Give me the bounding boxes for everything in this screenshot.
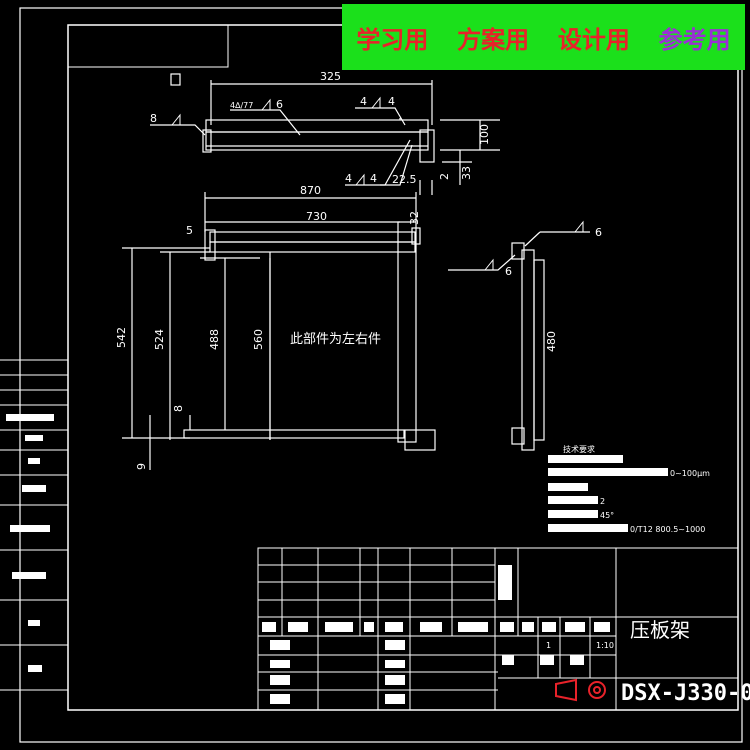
tech-title: 技术要求 [563, 444, 595, 454]
weld-value-a: 6 [276, 98, 283, 111]
title-block [257, 547, 739, 711]
dim-8: 8 [172, 405, 185, 412]
weld-note-a: 4∆∕77 [230, 101, 253, 110]
tech-line6-tail: 0/T12 800.5~1000 [630, 525, 705, 534]
tech-line4-tail: 2 [600, 497, 605, 506]
inner-frame [67, 24, 739, 711]
weld-note-b: 4 [360, 95, 367, 108]
projection-symbol-icon [555, 678, 606, 702]
drawing-code: DSX-J330-01 [621, 681, 750, 706]
dim-488: 488 [208, 329, 221, 350]
front-view [122, 192, 436, 470]
weld-symbols-top [171, 96, 381, 186]
dim-730: 730 [306, 210, 327, 223]
left-strip [0, 359, 68, 691]
dim-32: 32 [408, 211, 421, 225]
dim-5: 5 [186, 224, 193, 237]
part-name: 压板架 [630, 618, 690, 642]
weld-note-c: 4 [345, 172, 352, 185]
weld-value-c: 4 [370, 172, 377, 185]
side-view [448, 231, 590, 451]
banner-item-design: 设计用 [557, 25, 630, 54]
banner-item-study: 学习用 [356, 25, 429, 54]
dim-100: 100 [478, 124, 491, 145]
dim-524: 524 [153, 329, 166, 350]
part-note: 此部件为左右件 [290, 332, 381, 347]
dim-480: 480 [545, 331, 558, 352]
dim-325: 325 [320, 70, 341, 83]
title-block-text-blocks [262, 565, 610, 704]
weld-value-b: 4 [388, 95, 395, 108]
weld-side-top: 6 [595, 226, 602, 239]
dim-2: 2 [438, 173, 451, 180]
weld-left: 8 [150, 112, 157, 125]
banner-item-scheme: 方案用 [457, 25, 530, 54]
sheet: 1 [546, 641, 551, 650]
dim-22-5: 22.5 [392, 173, 417, 186]
dim-870: 870 [300, 184, 321, 197]
watermark-banner: 学习用 方案用 设计用 参考用 [342, 4, 745, 70]
weld-side-mid: 6 [505, 265, 512, 278]
top-view [150, 73, 500, 195]
tech-requirements [548, 455, 668, 532]
top-left-box [67, 24, 229, 68]
ratio: 1:10 [596, 641, 614, 650]
dim-560: 560 [252, 329, 265, 350]
weld-symbols-side [484, 220, 584, 271]
banner-item-reference: 参考用 [658, 25, 731, 54]
tech-line5-tail: 45° [600, 511, 614, 520]
left-strip-text-blocks [6, 414, 54, 672]
tech-line2-tail: 0~100μm [670, 469, 710, 478]
dim-9: 9 [135, 463, 148, 470]
dim-542: 542 [115, 327, 128, 348]
dim-33: 33 [460, 166, 473, 180]
